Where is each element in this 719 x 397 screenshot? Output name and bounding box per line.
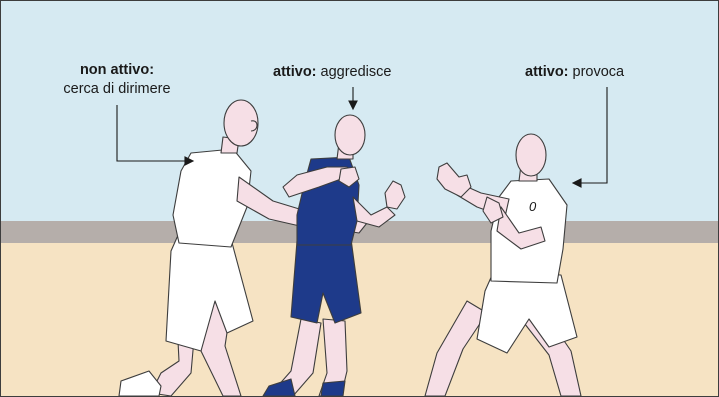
label-attivo-aggredisce: attivo: aggredisce: [273, 63, 391, 82]
label-middle-text: aggredisce: [321, 64, 392, 80]
label-right-text: provoca: [573, 64, 625, 80]
court-floor: [1, 243, 718, 396]
label-non-attivo: non attivo: cerca di dirimere: [41, 61, 193, 99]
label-middle-title: attivo:: [273, 64, 317, 80]
label-left-text: cerca di dirimere: [63, 81, 170, 97]
label-right-title: attivo:: [525, 64, 569, 80]
sky-background: [1, 1, 718, 221]
label-attivo-provoca: attivo: provoca: [525, 63, 624, 82]
label-left-title: non attivo:: [80, 62, 154, 78]
jersey-number: 0: [529, 199, 537, 214]
